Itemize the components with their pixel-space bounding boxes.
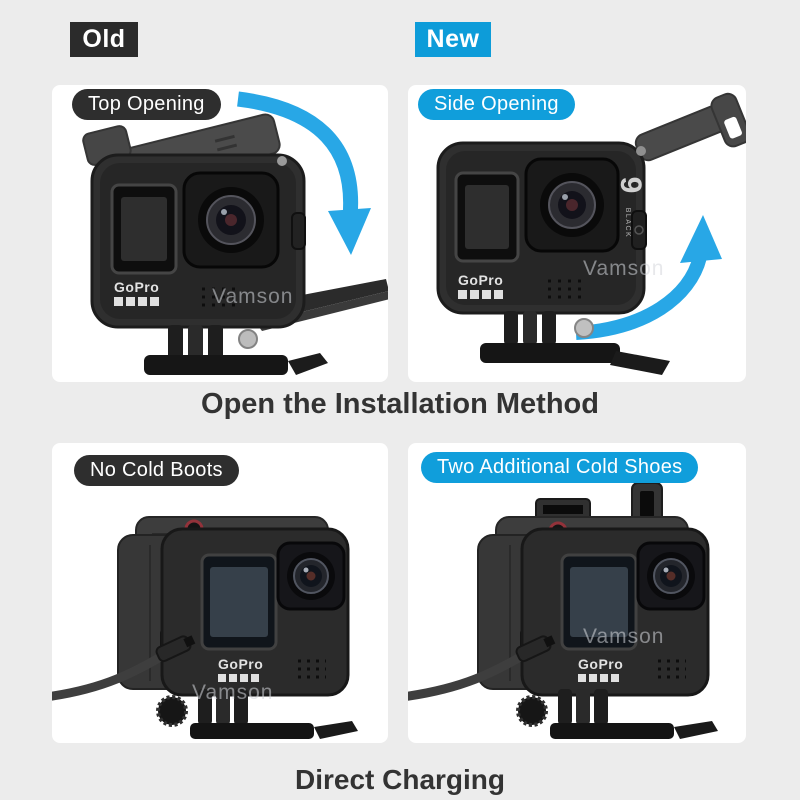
gopro-charging-cold-shoes-photo: GoPro V bbox=[408, 482, 718, 739]
camera-in-frame: GoPro bbox=[477, 527, 710, 697]
gopro-logo-text: GoPro bbox=[218, 656, 263, 672]
side-button bbox=[291, 212, 306, 250]
camera-in-frame: GoPro bbox=[117, 527, 350, 697]
thumbscrew-knob bbox=[156, 695, 188, 727]
label-two-additional-cold-shoes: Two Additional Cold Shoes bbox=[421, 452, 699, 483]
mount-buckle bbox=[516, 689, 718, 739]
cold-shoe-mounts bbox=[535, 482, 663, 526]
thumbscrew bbox=[238, 329, 258, 349]
curved-arrow-up-icon bbox=[575, 215, 722, 340]
charging-cable bbox=[408, 635, 556, 701]
watermark-text: Vamson bbox=[192, 681, 273, 704]
old-badge: Old bbox=[70, 22, 138, 57]
photo-panel-no-cold-boots: No Cold Boots GoPro bbox=[52, 443, 388, 743]
camera-in-frame: GoPro bbox=[90, 153, 306, 329]
lens bbox=[524, 157, 620, 253]
door-hinge-pin bbox=[636, 146, 646, 156]
hero9-number: 9 bbox=[614, 177, 647, 194]
watermark-text: Vamson bbox=[583, 625, 664, 648]
side-door-arm bbox=[634, 92, 746, 162]
mount-buckle bbox=[480, 311, 670, 375]
label-no-cold-boots: No Cold Boots bbox=[74, 455, 239, 486]
lens bbox=[636, 541, 706, 611]
lens bbox=[276, 541, 346, 611]
curved-arrow-down-icon bbox=[237, 91, 371, 255]
new-badge: New bbox=[415, 22, 491, 57]
gopro-top-door-open-photo: GoPro Vamson bbox=[82, 91, 388, 375]
gopro-logo-text: GoPro bbox=[578, 656, 623, 672]
gopro-logo-squares bbox=[218, 674, 259, 682]
gopro-charging-no-shoe-photo: GoPro V bbox=[52, 516, 358, 739]
photo-panel-top-opening: Top Opening bbox=[52, 85, 388, 382]
label-side-opening: Side Opening bbox=[418, 89, 575, 120]
watermark-text: Vamson bbox=[212, 285, 293, 308]
lens bbox=[182, 171, 280, 269]
gopro-logo-squares bbox=[114, 297, 159, 306]
mount-buckle bbox=[144, 325, 328, 375]
charging-cable bbox=[52, 635, 196, 701]
hero9-black-label: BLACK bbox=[624, 208, 631, 238]
thumbscrew bbox=[574, 318, 594, 338]
photo-panel-cold-shoes: Two Additional Cold Shoes bbox=[408, 443, 746, 743]
gopro-logo-text: GoPro bbox=[458, 272, 503, 288]
gopro-logo-text: GoPro bbox=[114, 279, 159, 295]
gopro-logo-squares bbox=[578, 674, 619, 682]
direct-charging-caption: Direct Charging bbox=[294, 764, 506, 795]
thumbscrew-knob bbox=[516, 695, 548, 727]
photo-panel-side-opening: Side Opening bbox=[408, 85, 746, 382]
door-hinge-pin bbox=[277, 156, 287, 166]
gopro-side-door-open-photo: 9 BLACK GoPro Vamson bbox=[436, 92, 746, 375]
power-button bbox=[631, 210, 647, 250]
installation-method-caption: Open the Installation Method bbox=[201, 388, 599, 420]
mount-buckle bbox=[156, 689, 358, 739]
label-top-opening: Top Opening bbox=[72, 89, 221, 120]
watermark-text: Vamson bbox=[583, 257, 664, 280]
gopro-logo-squares bbox=[458, 290, 503, 299]
camera-in-frame: 9 BLACK GoPro bbox=[436, 141, 647, 315]
